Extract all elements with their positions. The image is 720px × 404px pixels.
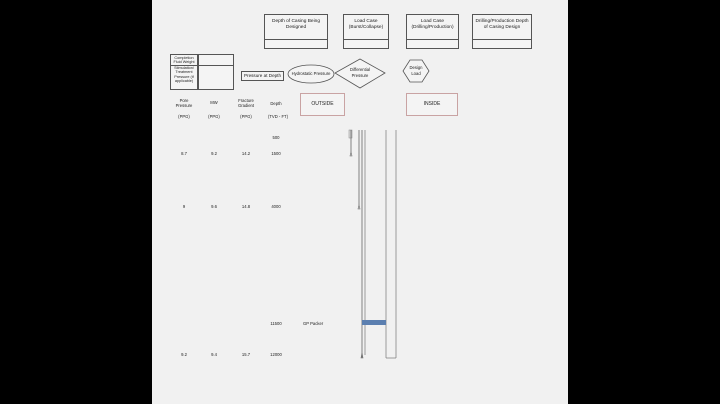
differential-diamond [334, 58, 386, 89]
hydrostatic-ellipse [287, 64, 335, 84]
production-casing-shoe [360, 352, 364, 359]
gp-packer-label: GP Packer [303, 321, 324, 326]
mw-value: 9.6 [211, 204, 217, 209]
depth-value: 11500 [270, 321, 282, 326]
header-divider [344, 39, 388, 40]
intermediate-casing-shoe [357, 204, 361, 210]
differential-label: Differential Pressure [350, 67, 370, 78]
fg-value: 14.2 [241, 151, 251, 156]
fg-value: 14.8 [241, 204, 251, 209]
conductor-casing [348, 129, 353, 139]
pore-value: 9 [182, 204, 186, 209]
header-divider [265, 39, 327, 40]
pore-value: 8.7 [181, 151, 187, 156]
col-header-fracture-gradient: Fracture Gradient [237, 98, 255, 108]
mw-value: 9.2 [211, 151, 217, 156]
depth-value: 4000 [271, 204, 281, 209]
header-drilling-depth-label: Drilling/Production Depth of Casing Desi… [475, 19, 529, 30]
pressure-at-depth-label: Pressure at Depth [243, 73, 282, 78]
mw-value: 9.4 [211, 352, 217, 357]
completion-fluid-label: Completion Fluid Weight [173, 56, 195, 65]
depth-value: 500 [272, 135, 280, 140]
header-depth-casing-label: Depth of Casing Being Designed [272, 19, 320, 30]
completion-fluid-box: Completion Fluid Weight Stimulation/ Tre… [170, 54, 198, 90]
completion-fluid-value-box [198, 54, 234, 90]
unit-depth: (TVD - FT) [267, 114, 288, 119]
design-load-hexagon [402, 59, 430, 83]
hydrostatic-label: Hydrostatic Pressure [291, 71, 331, 76]
unit-pore: (PPG) [178, 114, 190, 119]
design-load-label: Design Load [409, 65, 423, 76]
col-header-mw: MW [210, 100, 218, 105]
header-box-load-case-burst: Load Case (Burst/Collapse) [343, 14, 389, 49]
col-header-depth: Depth [270, 101, 282, 106]
worksheet-page: Depth of Casing Being Designed Load Case… [152, 0, 568, 404]
outside-label: OUTSIDE [311, 101, 334, 107]
header-box-load-case-drilling: Load Case (Drilling/Production) [406, 14, 459, 49]
header-divider [473, 39, 531, 40]
stimulation-label: Stimulation/ Treatment Pressure (if appl… [174, 65, 194, 84]
inside-box: INSIDE [406, 93, 458, 116]
header-divider [407, 39, 458, 40]
unit-mw: (PPG) [208, 114, 220, 119]
gp-packer [362, 320, 386, 325]
pore-value: 9.2 [181, 352, 187, 357]
box-divider [199, 65, 233, 66]
wellbore-schematic [348, 129, 397, 359]
surface-casing-shoe [349, 151, 353, 157]
outside-box: OUTSIDE [300, 93, 345, 116]
flow-shapes [287, 58, 430, 89]
col-header-pore-pressure: Pore Pressure [175, 98, 193, 108]
header-box-drilling-depth: Drilling/Production Depth of Casing Desi… [472, 14, 532, 49]
inside-label: INSIDE [423, 101, 441, 107]
depth-value: 12000 [270, 352, 282, 357]
header-load-case-burst-label: Load Case (Burst/Collapse) [348, 19, 384, 30]
depth-value: 1500 [271, 151, 281, 156]
box-divider [171, 65, 197, 66]
fg-value: 15.7 [241, 352, 251, 357]
unit-fg: (PPG) [240, 114, 252, 119]
pressure-at-depth-box: Pressure at Depth [241, 71, 284, 81]
header-box-depth-casing: Depth of Casing Being Designed [264, 14, 328, 49]
header-load-case-drilling-label: Load Case (Drilling/Production) [411, 19, 454, 30]
